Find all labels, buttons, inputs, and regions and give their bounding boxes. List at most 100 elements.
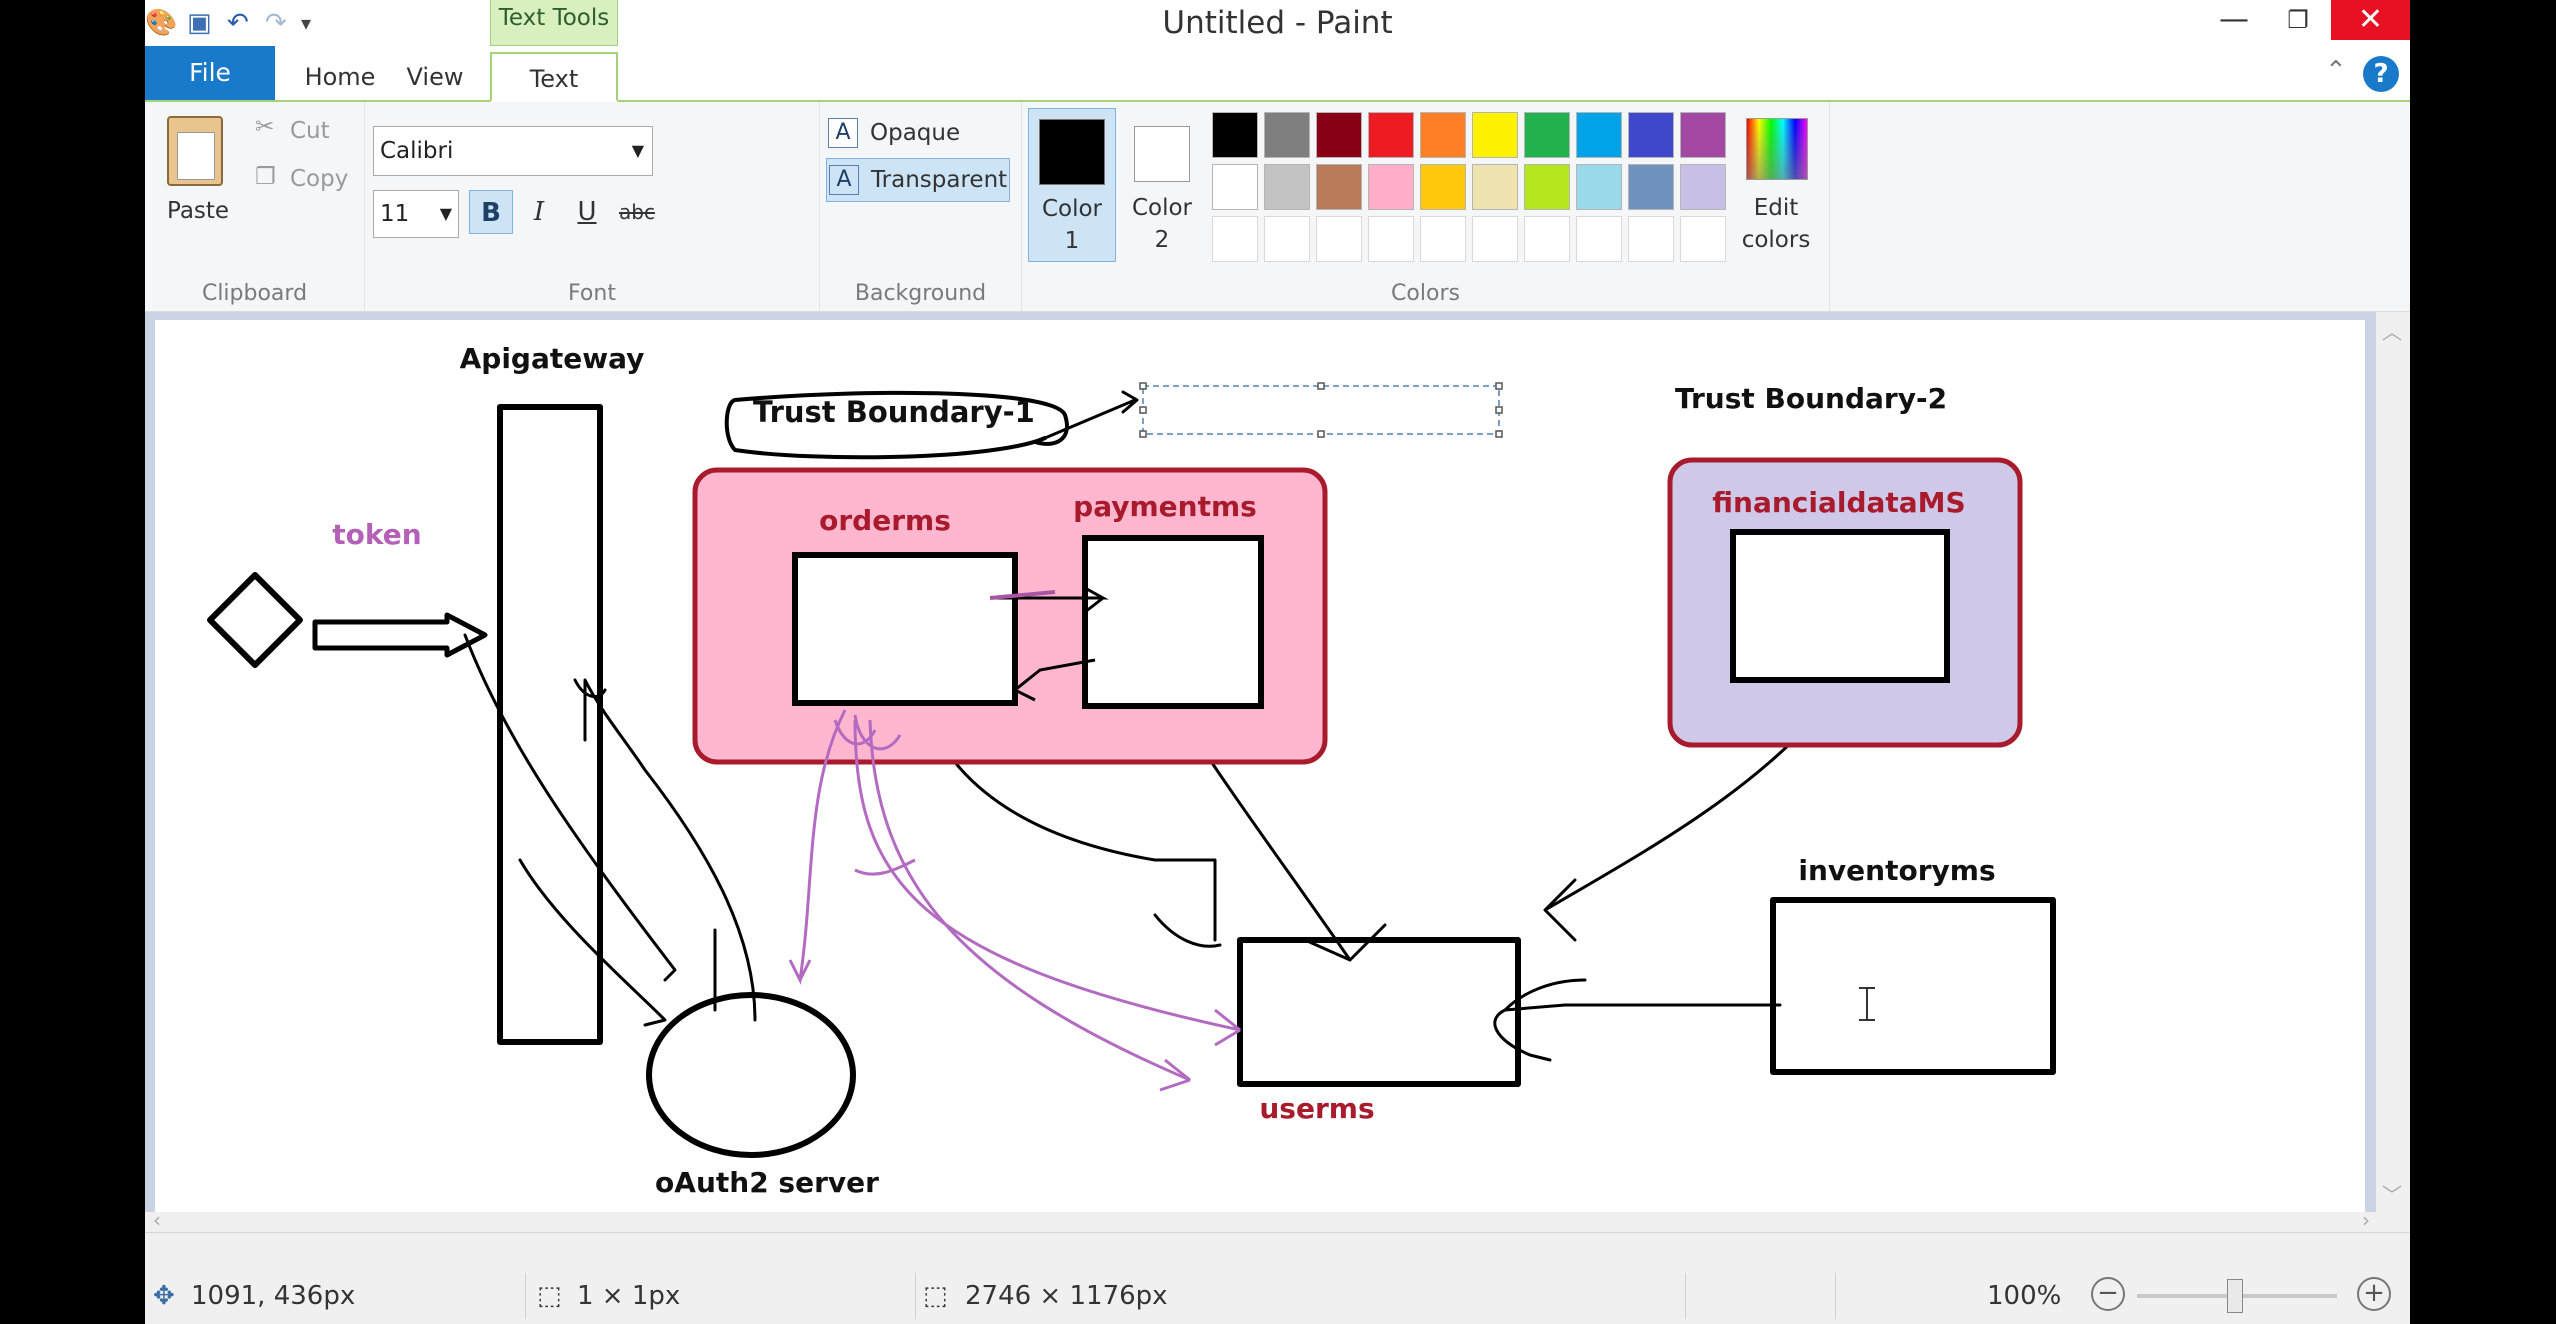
custom-color-slot[interactable] (1628, 216, 1674, 262)
palette-swatch[interactable] (1212, 164, 1258, 210)
copy-button[interactable]: Copy (290, 166, 349, 192)
restore-button[interactable]: ❐ (2287, 6, 2309, 34)
background-group-label: Background (854, 281, 987, 306)
scroll-right-icon[interactable]: › (2362, 1208, 2370, 1232)
opaque-button[interactable]: A Opaque (828, 114, 1008, 154)
vertical-scrollbar[interactable]: ︿ ﹀ (2376, 312, 2410, 1212)
financialdatams-label: financialdataMS (1712, 486, 1965, 519)
custom-color-slot[interactable] (1472, 216, 1518, 262)
palette-swatch[interactable] (1628, 112, 1674, 158)
undo-icon[interactable]: ↶ (227, 8, 249, 38)
font-size-select[interactable]: 11 ▼ (373, 190, 459, 238)
close-button[interactable]: ✕ (2331, 0, 2410, 40)
tab-file[interactable]: File (145, 46, 275, 100)
strikethrough-button[interactable]: abc (619, 200, 655, 224)
cursor-position: 1091, 436px (191, 1281, 356, 1311)
font-group-label: Font (568, 281, 616, 306)
palette-swatch[interactable] (1368, 164, 1414, 210)
custom-color-slot[interactable] (1368, 216, 1414, 262)
trust-boundary-1-label: Trust Boundary-1 (753, 395, 1035, 429)
oauth2-label: oAuth2 server (655, 1166, 879, 1199)
custom-color-slot[interactable] (1420, 216, 1466, 262)
color1-swatch (1039, 119, 1105, 185)
custom-color-slot[interactable] (1212, 216, 1258, 262)
palette-swatch[interactable] (1316, 112, 1362, 158)
redo-icon[interactable]: ↷ (265, 8, 287, 38)
orderms-label: orderms (819, 504, 951, 537)
custom-color-slot[interactable] (1264, 216, 1310, 262)
palette-swatch[interactable] (1264, 112, 1310, 158)
custom-color-slot[interactable] (1680, 216, 1726, 262)
token-label: token (332, 518, 421, 551)
palette-swatch[interactable] (1316, 164, 1362, 210)
save-icon[interactable]: ▣ (187, 8, 212, 38)
zoom-out-icon[interactable]: − (2091, 1277, 2125, 1311)
zoom-slider-thumb[interactable] (2227, 1279, 2243, 1313)
palette-swatch[interactable] (1264, 164, 1310, 210)
paste-button[interactable]: Paste (167, 198, 230, 224)
drawing-canvas[interactable]: Apigateway Trust Boundary-1 Trust Bounda… (155, 320, 2365, 1220)
font-family-select[interactable]: Calibri ▼ (373, 126, 653, 176)
custom-color-slot[interactable] (1316, 216, 1362, 262)
opaque-icon: A (828, 118, 858, 148)
palette-swatch[interactable] (1576, 112, 1622, 158)
paste-icon[interactable] (167, 116, 223, 186)
text-tools-context-label: Text Tools (490, 0, 618, 46)
palette-swatch[interactable] (1420, 112, 1466, 158)
palette-swatch[interactable] (1524, 112, 1570, 158)
clipboard-group: Paste ✂ Cut ❐ Copy Clipboard (145, 102, 365, 312)
transparent-button[interactable]: A Transparent (826, 158, 1010, 202)
edit-colors-button[interactable]: Edit colors (1732, 108, 1820, 262)
ribbon-tabs: File Home View Text ⌃ ? (145, 46, 2410, 102)
palette-swatch[interactable] (1212, 112, 1258, 158)
color2-button[interactable]: Color 2 (1122, 108, 1202, 262)
paint-app-icon[interactable]: 🎨 (145, 8, 178, 38)
colors-group-label: Colors (1391, 281, 1460, 306)
palette-swatch[interactable] (1420, 164, 1466, 210)
italic-button[interactable]: I (533, 197, 545, 227)
bold-button[interactable]: B (469, 190, 513, 234)
custom-color-slot[interactable] (1576, 216, 1622, 262)
font-group: Calibri ▼ 11 ▼ B I U abc Font (365, 102, 820, 312)
palette-swatch[interactable] (1680, 112, 1726, 158)
text-cursor-icon (1859, 987, 1875, 1021)
palette-swatch[interactable] (1628, 164, 1674, 210)
help-icon[interactable]: ? (2363, 56, 2399, 92)
image-size-icon: ⬚ (923, 1281, 948, 1311)
paint-window: 🎨 ▣ ↶ ↷ ▾ Text Tools Untitled - Paint — … (145, 0, 2410, 1324)
palette-swatch[interactable] (1680, 164, 1726, 210)
inventoryms-label: inventoryms (1798, 854, 1995, 887)
tab-home[interactable]: Home (304, 63, 376, 91)
custom-color-slot[interactable] (1524, 216, 1570, 262)
scroll-up-icon[interactable]: ︿ (2382, 320, 2402, 344)
tab-view[interactable]: View (406, 63, 464, 91)
inventoryms-box (1770, 897, 2056, 1075)
oauth2-ellipse (646, 992, 856, 1158)
palette-swatch[interactable] (1472, 112, 1518, 158)
scroll-down-icon[interactable]: ﹀ (2382, 1183, 2402, 1207)
minimize-button[interactable]: — (2219, 2, 2249, 37)
apigateway-label: Apigateway (460, 342, 645, 375)
zoom-level: 100% (1987, 1281, 2062, 1311)
underline-button[interactable]: U (577, 197, 597, 227)
zoom-in-icon[interactable]: + (2357, 1277, 2391, 1311)
scroll-left-icon[interactable]: ‹ (153, 1208, 161, 1232)
status-bar: ✥ 1091, 436px ⬚ 1 × 1px ⬚ 2746 × 1176px … (145, 1232, 2410, 1324)
clipboard-group-label: Clipboard (201, 281, 308, 306)
background-group: A Opaque A Transparent Background (820, 102, 1022, 312)
minimize-ribbon-icon[interactable]: ⌃ (2325, 56, 2347, 86)
horizontal-scrollbar[interactable]: ‹ › (145, 1208, 2410, 1232)
client-diamond (207, 572, 303, 668)
tab-text[interactable]: Text (490, 52, 618, 102)
palette-swatch[interactable] (1524, 164, 1570, 210)
palette-swatch[interactable] (1368, 112, 1414, 158)
color1-button[interactable]: Color 1 (1028, 108, 1116, 262)
canvas-area: Apigateway Trust Boundary-1 Trust Bounda… (145, 312, 2410, 1232)
customize-qat-icon[interactable]: ▾ (301, 11, 312, 35)
chevron-down-icon: ▼ (439, 204, 452, 223)
palette-swatch[interactable] (1576, 164, 1622, 210)
palette-swatch[interactable] (1472, 164, 1518, 210)
cut-button[interactable]: Cut (290, 118, 330, 144)
window-title: Untitled - Paint (1162, 5, 1393, 41)
apigateway-box (497, 404, 603, 1045)
